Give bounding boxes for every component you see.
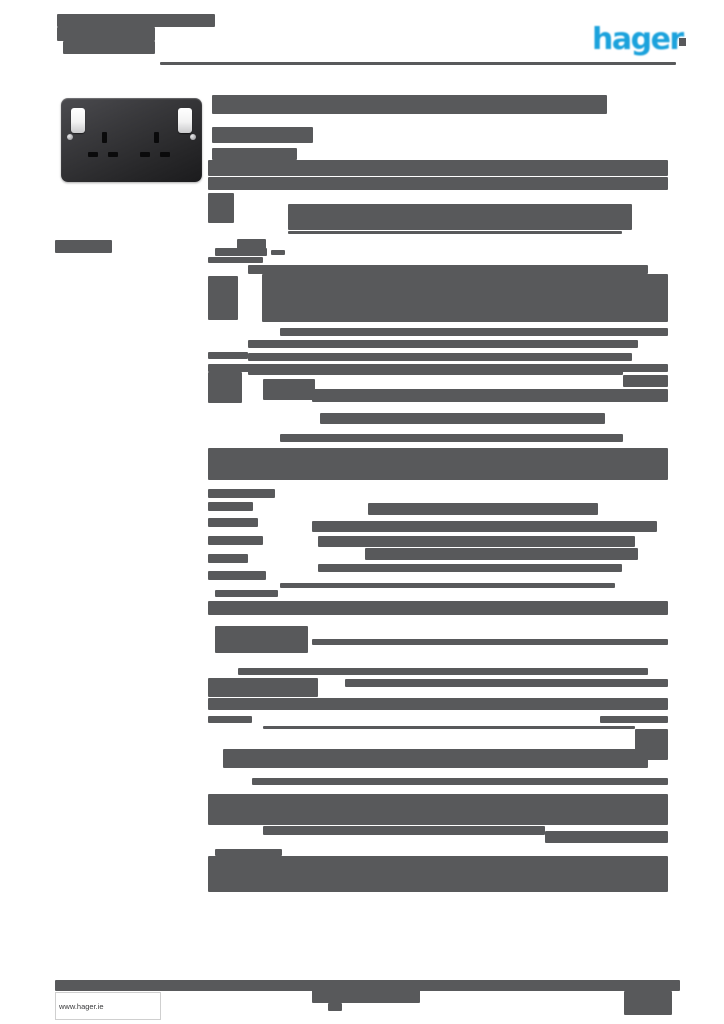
redacted-text-bar bbox=[208, 352, 248, 359]
redacted-text-bar bbox=[215, 248, 267, 256]
redacted-text-bar bbox=[623, 375, 668, 387]
redacted-text-bar bbox=[208, 518, 258, 527]
redacted-text-bar bbox=[55, 980, 680, 991]
redacted-text-bar bbox=[57, 27, 155, 41]
redacted-text-bar bbox=[208, 257, 263, 263]
redacted-text-bar bbox=[312, 521, 657, 532]
live-pin-slot bbox=[88, 152, 98, 157]
redacted-text-bar bbox=[215, 590, 278, 597]
redacted-text-bar bbox=[215, 626, 308, 653]
redacted-text-bar bbox=[280, 328, 668, 336]
redacted-text-bar bbox=[328, 1003, 342, 1011]
redacted-text-bar bbox=[238, 668, 648, 675]
redacted-text-bar bbox=[545, 831, 668, 843]
redacted-text-bar bbox=[208, 571, 266, 580]
redacted-text-bar bbox=[312, 990, 420, 1003]
redacted-text-bar bbox=[280, 583, 615, 588]
redacted-text-bar bbox=[57, 14, 215, 27]
redacted-text-bar bbox=[160, 62, 676, 65]
redacted-text-bar bbox=[208, 601, 668, 615]
redacted-text-bar bbox=[208, 698, 668, 710]
hager-logo: hager bbox=[592, 22, 684, 57]
logo-registered-mark bbox=[679, 38, 686, 46]
redacted-text-bar bbox=[208, 502, 253, 511]
neutral-pin-slot bbox=[108, 152, 118, 157]
redacted-text-bar bbox=[263, 726, 635, 729]
redacted-text-bar bbox=[248, 340, 638, 348]
redacted-text-bar bbox=[237, 239, 266, 250]
redacted-text-bar bbox=[215, 849, 282, 856]
redacted-text-bar bbox=[600, 716, 668, 723]
redacted-text-bar bbox=[280, 434, 623, 442]
live-pin-slot bbox=[140, 152, 150, 157]
redacted-text-bar bbox=[208, 364, 668, 372]
redacted-text-bar bbox=[208, 177, 668, 190]
redacted-text-bar bbox=[368, 503, 598, 515]
redacted-text-bar bbox=[208, 536, 263, 545]
product-image bbox=[61, 98, 202, 182]
redacted-text-bar bbox=[312, 639, 668, 645]
redacted-text-bar bbox=[345, 679, 668, 687]
redacted-text-bar bbox=[212, 95, 607, 114]
redacted-text-bar bbox=[208, 678, 318, 697]
redacted-text-bar bbox=[252, 778, 668, 785]
redacted-text-bar bbox=[318, 564, 622, 572]
website-url: www.hager.ie bbox=[59, 1001, 104, 1011]
switch-rocker-left bbox=[71, 108, 85, 133]
redacted-text-bar bbox=[248, 265, 648, 274]
redacted-text-bar bbox=[318, 536, 635, 547]
redacted-text-bar bbox=[55, 240, 112, 253]
neutral-pin-slot bbox=[160, 152, 170, 157]
redacted-text-bar bbox=[208, 448, 668, 480]
redacted-text-bar bbox=[208, 489, 275, 498]
redacted-text-bar bbox=[223, 749, 648, 768]
redacted-text-bar bbox=[262, 274, 668, 322]
redacted-text-bar bbox=[288, 231, 622, 234]
redacted-text-bar bbox=[208, 554, 248, 563]
switch-rocker-right bbox=[178, 108, 192, 133]
redacted-text-bar bbox=[248, 353, 632, 361]
redacted-text-bar bbox=[312, 389, 668, 402]
redacted-text-bar bbox=[365, 548, 638, 560]
screw-left bbox=[67, 134, 73, 140]
earth-pin-slot bbox=[102, 132, 107, 143]
redacted-text-bar bbox=[208, 716, 252, 723]
redacted-text-bar bbox=[263, 826, 545, 835]
redacted-text-bar bbox=[624, 991, 672, 1015]
redacted-text-bar bbox=[288, 204, 632, 230]
redacted-text-bar bbox=[320, 413, 605, 424]
redacted-text-bar bbox=[263, 379, 315, 400]
redacted-text-bar bbox=[248, 371, 623, 375]
website-link[interactable]: www.hager.ie bbox=[55, 992, 161, 1020]
redacted-text-bar bbox=[208, 794, 668, 825]
redacted-text-bar bbox=[271, 250, 285, 255]
redacted-text-bar bbox=[63, 41, 155, 54]
redacted-text-bar bbox=[208, 372, 242, 403]
redacted-text-bar bbox=[212, 127, 313, 143]
earth-pin-slot bbox=[154, 132, 159, 143]
redacted-text-bar bbox=[208, 160, 668, 176]
redacted-text-bar bbox=[208, 276, 238, 320]
screw-right bbox=[190, 134, 196, 140]
redacted-text-bar bbox=[208, 193, 234, 223]
redacted-text-bar bbox=[208, 856, 668, 892]
redacted-text-bar bbox=[212, 148, 297, 160]
